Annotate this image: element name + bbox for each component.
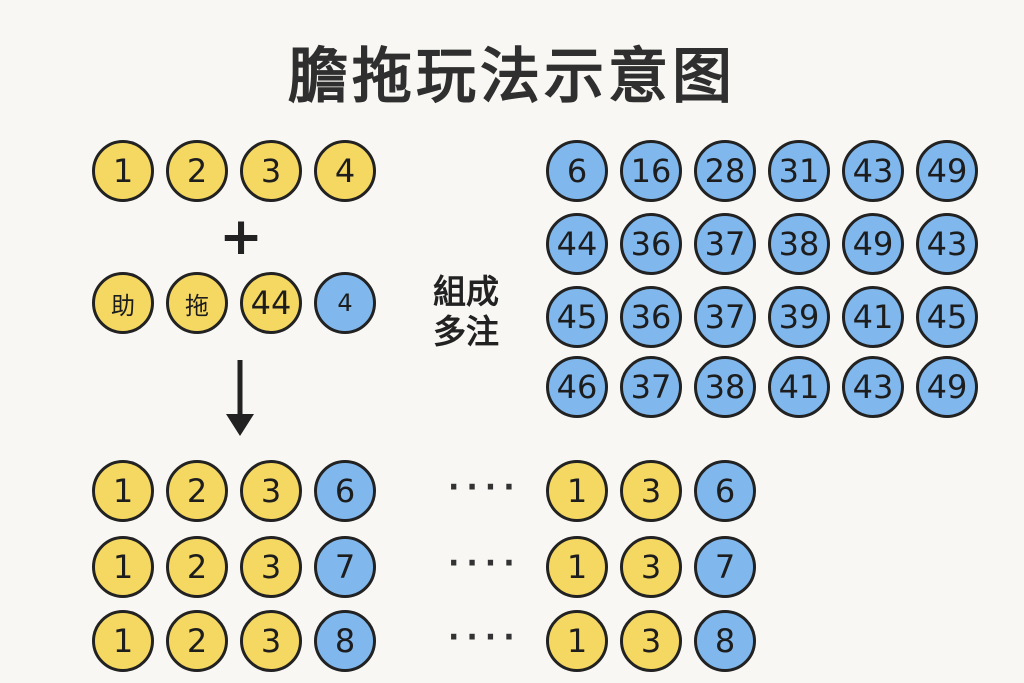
grid-ball: 41	[842, 286, 904, 348]
result-ball: 1	[92, 536, 154, 598]
grid-ball: 44	[546, 213, 608, 275]
result-ball: 3	[620, 536, 682, 598]
result-row: 1 2 3 8	[92, 610, 376, 672]
grid-ball: 49	[916, 356, 978, 418]
result-ball: 3	[620, 610, 682, 672]
dan-ball-row: 1 2 3 4	[92, 140, 376, 202]
grid-row: 45 36 37 39 41 45	[546, 286, 978, 348]
diagram-title: 膽拖玩法示意图	[288, 42, 736, 112]
grid-row: 6 16 28 31 43 49	[546, 140, 978, 202]
result-row: 1 3 6	[546, 460, 756, 522]
result-ball: 1	[92, 460, 154, 522]
dan-ball: 1	[92, 140, 154, 202]
result-ball: 1	[546, 536, 608, 598]
ellipsis: ····	[448, 546, 522, 581]
dan-ball: 3	[240, 140, 302, 202]
result-ball: 6	[694, 460, 756, 522]
grid-ball: 43	[842, 140, 904, 202]
combine-label-line: 組成	[433, 272, 499, 311]
result-ball: 2	[166, 610, 228, 672]
result-ball: 7	[314, 536, 376, 598]
grid-ball: 46	[546, 356, 608, 418]
tuo-ball: 4	[314, 272, 376, 334]
grid-ball: 49	[916, 140, 978, 202]
grid-ball: 37	[694, 286, 756, 348]
ellipsis: ····	[448, 470, 522, 505]
down-arrow-icon	[226, 360, 254, 436]
result-ball: 1	[546, 460, 608, 522]
tuo-ball-row: 助 拖 44 4	[92, 272, 376, 334]
result-ball: 2	[166, 536, 228, 598]
grid-ball: 36	[620, 213, 682, 275]
grid-ball: 6	[546, 140, 608, 202]
result-ball: 6	[314, 460, 376, 522]
dan-ball: 4	[314, 140, 376, 202]
grid-ball: 45	[916, 286, 978, 348]
grid-ball: 49	[842, 213, 904, 275]
combine-label: 組成 多注	[420, 272, 512, 352]
grid-ball: 37	[620, 356, 682, 418]
combine-label-line: 多注	[433, 312, 499, 351]
result-ball: 3	[620, 460, 682, 522]
grid-ball: 39	[768, 286, 830, 348]
grid-ball: 41	[768, 356, 830, 418]
dan-ball: 2	[166, 140, 228, 202]
grid-ball: 43	[916, 213, 978, 275]
result-ball: 3	[240, 536, 302, 598]
result-ball: 8	[694, 610, 756, 672]
grid-ball: 38	[768, 213, 830, 275]
ellipsis: ····	[448, 620, 522, 655]
grid-row: 44 36 37 38 49 43	[546, 213, 978, 275]
plus-sign: +	[219, 207, 263, 267]
grid-ball: 16	[620, 140, 682, 202]
grid-ball: 43	[842, 356, 904, 418]
tuo-ball: 44	[240, 272, 302, 334]
tuo-ball: 助	[92, 272, 154, 334]
result-ball: 1	[92, 610, 154, 672]
grid-ball: 45	[546, 286, 608, 348]
result-row: 1 3 7	[546, 536, 756, 598]
result-ball: 2	[166, 460, 228, 522]
tuo-ball: 拖	[166, 272, 228, 334]
result-row: 1 2 3 7	[92, 536, 376, 598]
grid-ball: 36	[620, 286, 682, 348]
result-ball: 8	[314, 610, 376, 672]
result-ball: 1	[546, 610, 608, 672]
grid-ball: 28	[694, 140, 756, 202]
result-ball: 7	[694, 536, 756, 598]
result-row: 1 2 3 6	[92, 460, 376, 522]
result-ball: 3	[240, 610, 302, 672]
result-ball: 3	[240, 460, 302, 522]
grid-ball: 31	[768, 140, 830, 202]
grid-row: 46 37 38 41 43 49	[546, 356, 978, 418]
grid-ball: 38	[694, 356, 756, 418]
grid-ball: 37	[694, 213, 756, 275]
result-row: 1 3 8	[546, 610, 756, 672]
